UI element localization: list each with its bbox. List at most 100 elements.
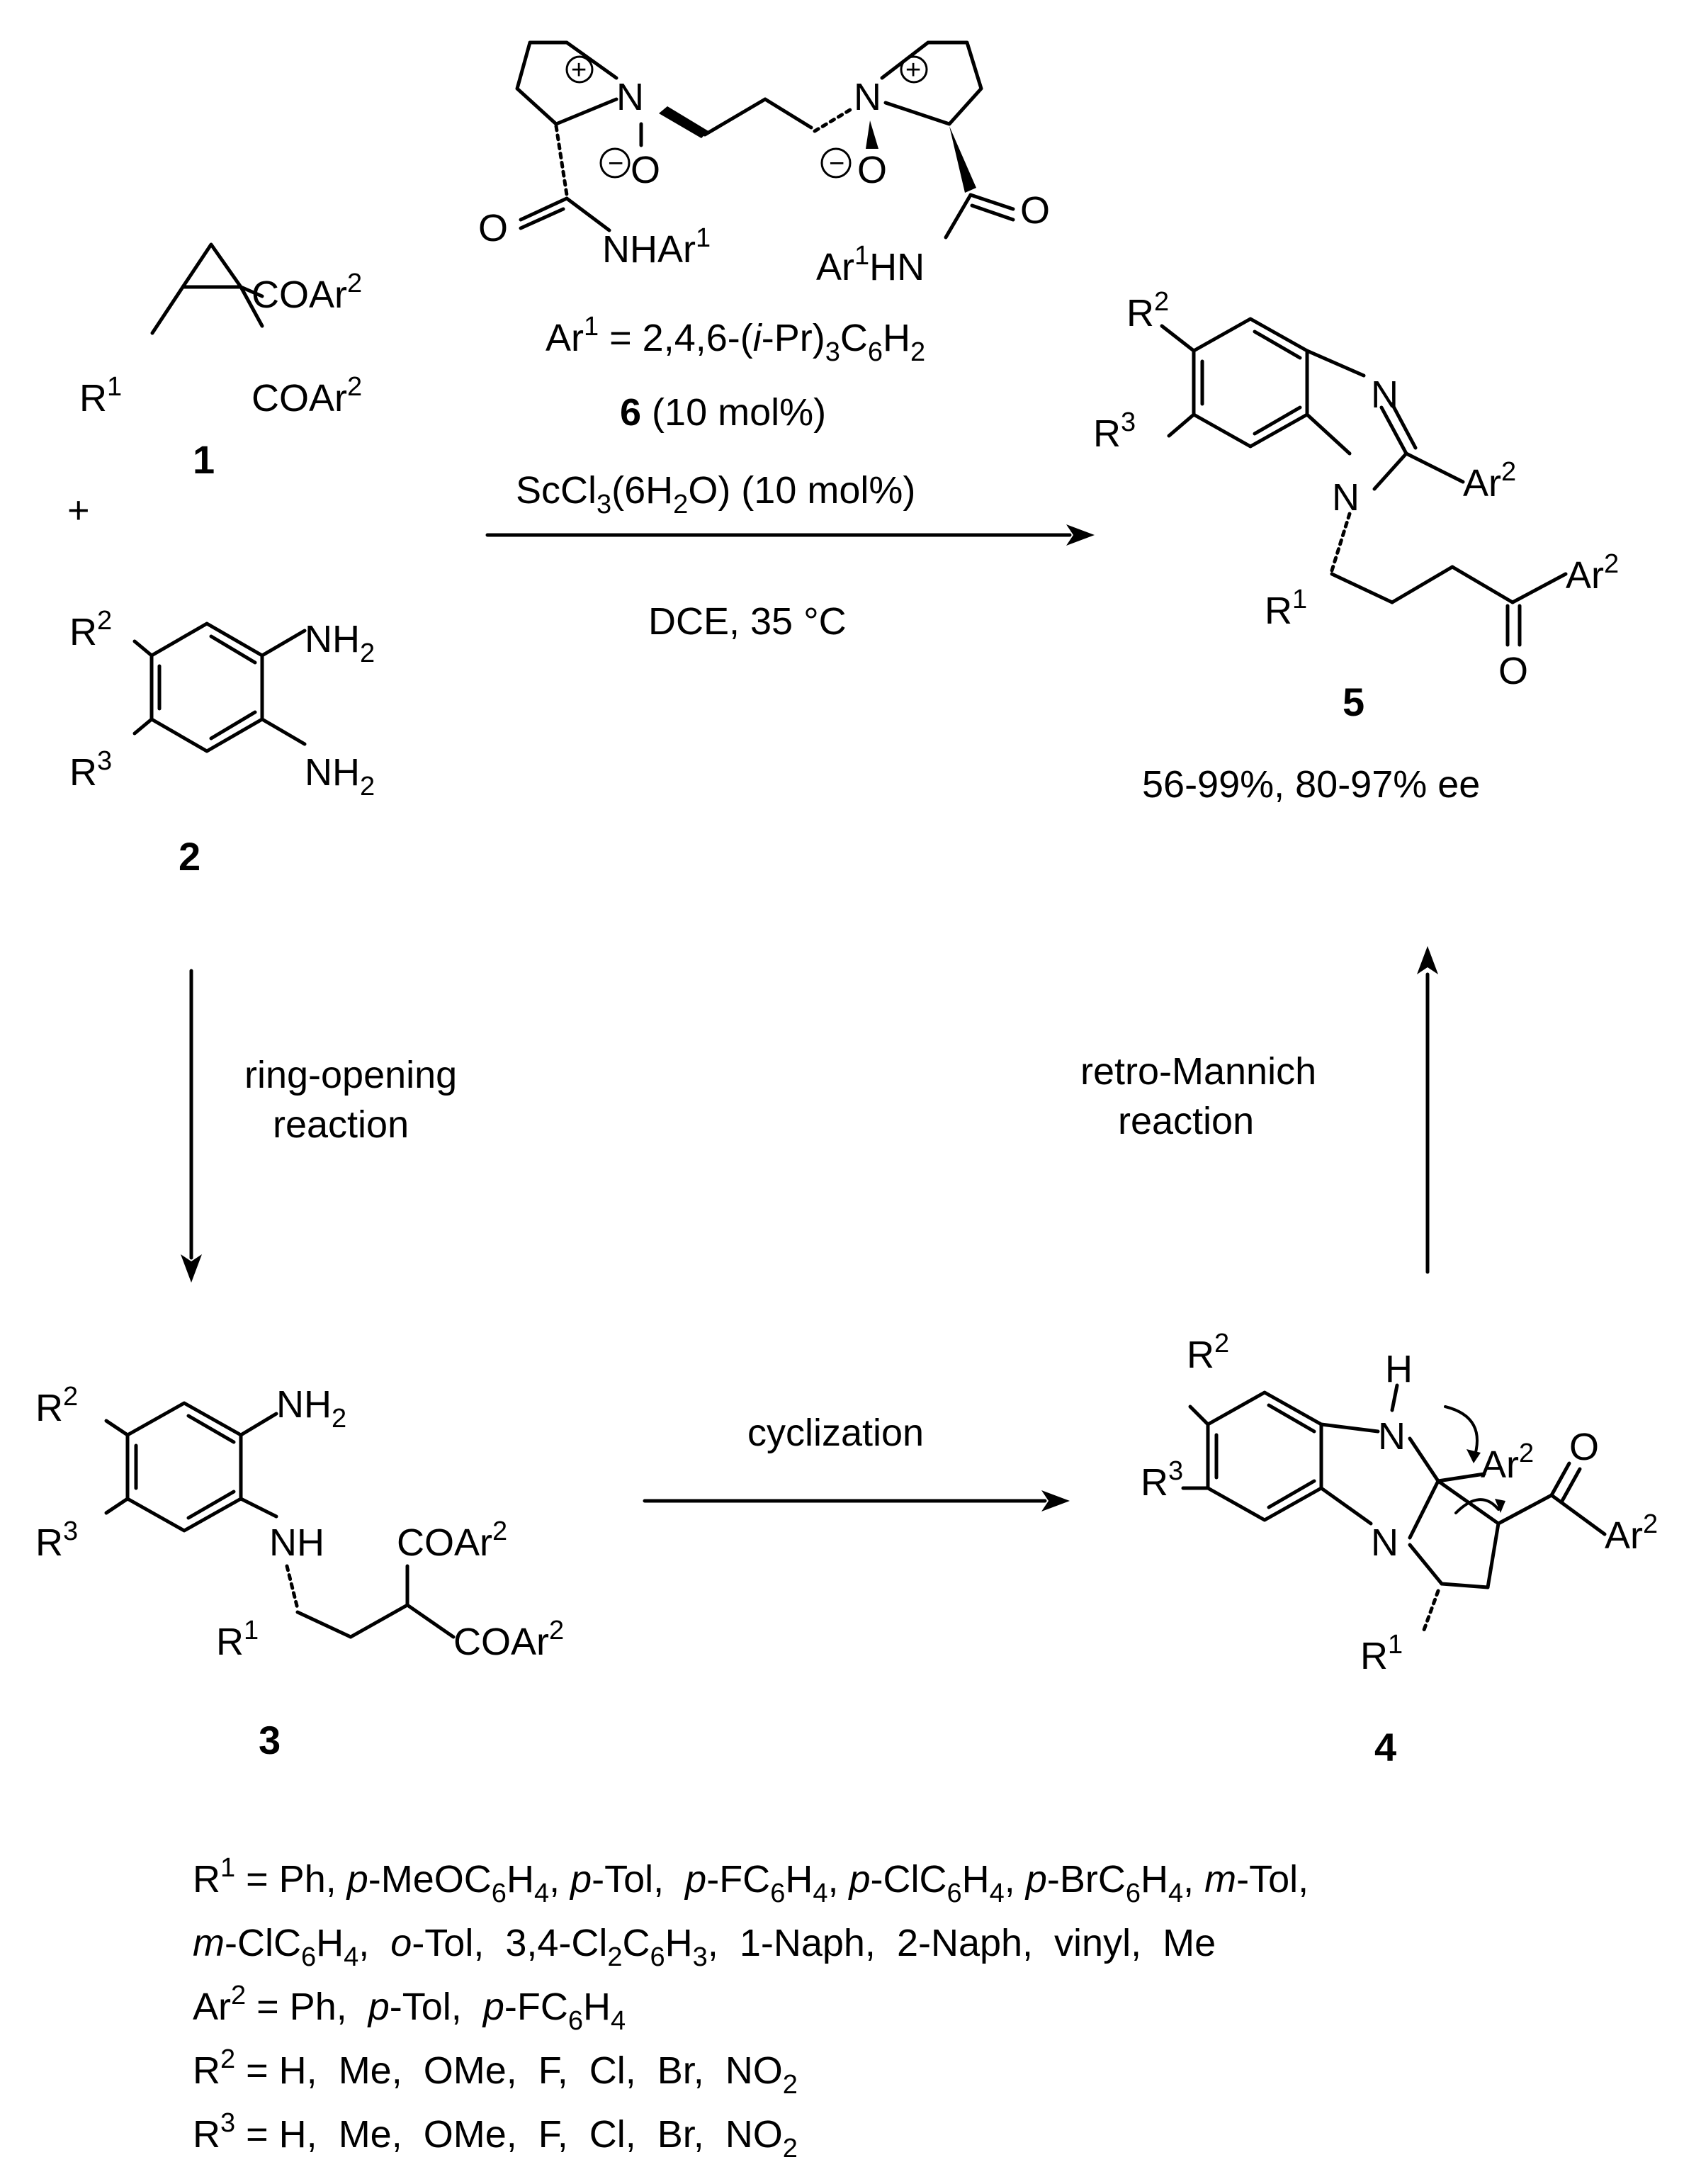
wedge-left-linker	[659, 106, 708, 138]
compound-number-5: 5	[1343, 680, 1364, 724]
hash-nh-chiral	[285, 1564, 300, 1611]
inner-bond	[1253, 405, 1302, 436]
ar1-def-1: = 2,4,6-(	[599, 317, 753, 359]
cyclopropane-ring	[181, 242, 243, 289]
definition-segment: ,	[1005, 1858, 1026, 1901]
c3-nh2: NH	[276, 1383, 332, 1426]
left-co-bond-1	[519, 196, 569, 222]
c2-r2-sup: 2	[97, 606, 112, 636]
inner-bond	[209, 634, 257, 665]
bond-r2	[1188, 1405, 1210, 1426]
definition-segment: ,	[358, 1922, 390, 1964]
r3-definition-line: R3 = H, Me, OMe, F, Cl, Br, NO2	[193, 2108, 798, 2163]
curved-arrow-1-head	[1467, 1449, 1481, 1463]
definition-segment: 1	[220, 1853, 235, 1883]
right-cn-bond	[944, 193, 973, 240]
imidazole-double	[1390, 402, 1418, 450]
r1-definition-line: R1 = Ph, p-MeOC6H4, p-Tol, p-FC6H4, p-Cl…	[193, 1853, 1309, 1908]
inner-bond	[1267, 1479, 1316, 1509]
definition-segment: p	[1024, 1858, 1047, 1901]
definition-segment: 2	[607, 1942, 622, 1972]
c4-r2: R	[1187, 1334, 1214, 1376]
c4-r3: R	[1141, 1461, 1168, 1504]
definition-segment: -FC	[504, 1986, 568, 2028]
benzene-ring	[125, 1401, 243, 1533]
c5-ar2-sup: 2	[1501, 457, 1516, 487]
bond-nh2	[239, 1412, 278, 1437]
right-hn: HN	[869, 246, 925, 288]
svg-text:R2: R2	[1187, 1329, 1229, 1376]
ring-bond	[1408, 1543, 1444, 1586]
definition-segment: 6	[492, 1879, 507, 1908]
definition-segment: 6	[947, 1879, 962, 1908]
c5-ar2b: Ar	[1566, 554, 1604, 597]
definition-segment: -BrC	[1047, 1858, 1126, 1901]
c1-coar-bottom: COAr	[252, 377, 347, 420]
definition-segment: p	[367, 1986, 390, 2028]
plus-sign: +	[67, 489, 90, 531]
cyclization-arrow	[643, 1490, 1070, 1512]
left-nhar: NHAr	[602, 228, 696, 271]
right-n-o-wedge	[866, 120, 878, 149]
bond-to-r1	[150, 285, 185, 335]
compound-2: NH2 NH2 R2 R3 2	[69, 606, 375, 879]
definition-segment: H	[785, 1858, 813, 1901]
c2-r3: R	[69, 751, 97, 794]
svg-text:Ar2: Ar2	[1481, 1439, 1534, 1486]
definition-segment: 6	[1126, 1879, 1141, 1908]
left-pyrrolidine	[515, 40, 618, 126]
definition-segment: 6	[770, 1879, 785, 1908]
imidazole-bond	[1305, 412, 1352, 456]
svg-text:R3: R3	[69, 746, 112, 794]
main-reaction-arrow	[485, 524, 1095, 546]
compound-number-1: 1	[193, 437, 215, 482]
definition-segment: -MeOC	[368, 1858, 492, 1901]
bond-nh2-top	[260, 629, 307, 658]
right-ar: Ar	[816, 246, 854, 288]
svg-text:NH2: NH2	[276, 1383, 346, 1434]
nh-bond	[1390, 1383, 1399, 1412]
ar1-def-4: H	[883, 317, 910, 359]
bond-to-ar2	[1404, 451, 1465, 484]
c1-r1-sup: 1	[107, 372, 122, 402]
c1-coar-bottom-sup: 2	[347, 372, 362, 402]
svg-text:NH2: NH2	[305, 751, 375, 801]
co-double-1	[1549, 1461, 1571, 1497]
compound-5: N N Ar2 R2 R3 O Ar2 R1 5 56-99%, 80-97% …	[1093, 287, 1619, 806]
chain-bond	[349, 1603, 409, 1639]
right-amide-o: O	[1020, 189, 1050, 232]
retro-mannich-label-2: reaction	[1118, 1100, 1254, 1142]
compound-3: NH2 NH R2 R3 COAr2 COAr2 R1 3	[35, 1382, 564, 1762]
compound-number-4: 4	[1374, 1725, 1396, 1769]
benzene-ring	[149, 621, 264, 753]
definition-segment: 3	[220, 2108, 235, 2138]
ar1-def-sub3: 3	[825, 337, 840, 367]
catalyst-number: 6	[620, 391, 641, 434]
c5-n-bottom: N	[1332, 476, 1360, 519]
ar1-sup: 1	[584, 312, 599, 342]
definition-segment: C	[623, 1922, 650, 1964]
c4-ar2b: Ar	[1605, 1514, 1643, 1557]
sc-b: (6H	[611, 469, 673, 512]
sc-a: ScCl	[516, 469, 597, 512]
left-o: O	[631, 149, 660, 191]
definition-segment: 4	[1168, 1879, 1183, 1908]
c1-coar-top-sup: 2	[347, 269, 362, 298]
definition-segment: = H, Me, OMe, F, Cl, Br, NO	[235, 2113, 783, 2156]
right-o: O	[857, 149, 887, 191]
left-cn-bond	[565, 196, 611, 232]
c5-r1: R	[1265, 590, 1292, 632]
svg-text:R3: R3	[35, 1516, 78, 1564]
right-co-bond-2	[970, 203, 1015, 222]
definition-segment: = Ph,	[235, 1858, 347, 1901]
definition-segment: 2	[783, 2134, 798, 2163]
c5-r1-sup: 1	[1292, 585, 1307, 614]
definition-segment: -Tol,	[592, 1858, 685, 1901]
definition-segment: H	[665, 1922, 693, 1964]
svg-text:COAr2: COAr2	[453, 1616, 564, 1663]
definition-segment: Ar	[193, 1986, 231, 2028]
svg-text:R1: R1	[1265, 585, 1307, 632]
c4-o: O	[1569, 1426, 1599, 1468]
bond-nh	[239, 1497, 278, 1519]
